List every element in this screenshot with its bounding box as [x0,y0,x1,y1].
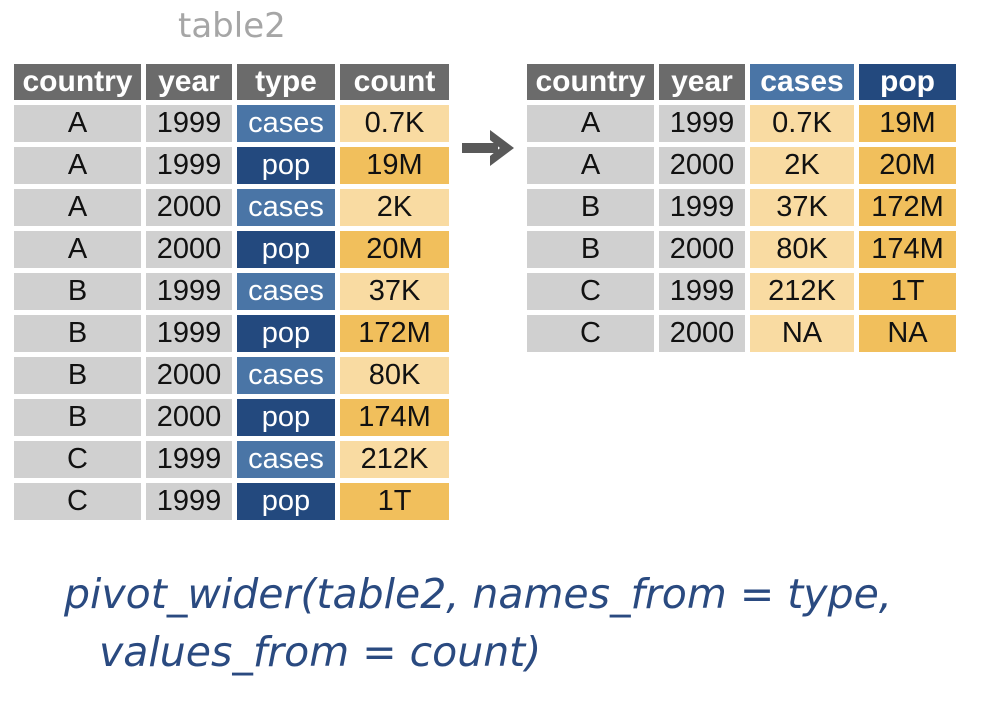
cell-cases: 212K [750,273,854,310]
header-count: count [340,64,449,100]
long-table-header-row: country year type count [14,64,449,100]
header-country: country [527,64,654,100]
cell-country: A [527,147,654,184]
cell-country: C [14,441,141,478]
code-snippet: pivot_wider(table2, names_from = type, v… [64,565,892,681]
cell-country: B [527,231,654,268]
cell-type: pop [237,483,335,520]
wide-table-header-row: country year cases pop [527,64,956,100]
cell-year: 1999 [146,147,232,184]
cell-year: 2000 [146,399,232,436]
cell-type: cases [237,189,335,226]
cell-country: C [527,315,654,352]
cell-count: 19M [340,147,449,184]
cell-country: B [527,189,654,226]
cell-pop: 19M [859,105,956,142]
cell-count: 212K [340,441,449,478]
cell-year: 1999 [146,273,232,310]
cell-pop: 1T [859,273,956,310]
header-year: year [659,64,745,100]
cell-country: A [14,231,141,268]
cell-year: 1999 [146,105,232,142]
cell-year: 1999 [146,483,232,520]
cell-year: 1999 [146,441,232,478]
cell-year: 1999 [659,105,745,142]
header-pop: pop [859,64,956,100]
cell-year: 2000 [659,315,745,352]
cell-pop: 20M [859,147,956,184]
cell-count: 1T [340,483,449,520]
code-line-2: values_from = count) [99,628,542,676]
cell-year: 1999 [659,189,745,226]
cell-cases: 0.7K [750,105,854,142]
cell-count: 174M [340,399,449,436]
cell-country: C [527,273,654,310]
cell-country: A [14,189,141,226]
code-line-1: pivot_wider(table2, names_from = type, [64,570,892,618]
cell-country: C [14,483,141,520]
cell-type: pop [237,231,335,268]
cell-year: 1999 [659,273,745,310]
cell-type: cases [237,357,335,394]
cell-country: B [14,357,141,394]
cell-country: A [14,147,141,184]
cell-type: cases [237,273,335,310]
cell-country: A [14,105,141,142]
cell-year: 2000 [146,357,232,394]
cell-count: 80K [340,357,449,394]
cell-year: 2000 [146,189,232,226]
cell-type: cases [237,441,335,478]
cell-count: 2K [340,189,449,226]
cell-cases: 2K [750,147,854,184]
cell-cases: 37K [750,189,854,226]
cell-country: B [14,315,141,352]
header-country: country [14,64,141,100]
cell-country: B [14,399,141,436]
arrow-right-icon [462,130,514,166]
cell-year: 1999 [146,315,232,352]
cell-type: cases [237,105,335,142]
cell-pop: NA [859,315,956,352]
header-cases: cases [750,64,854,100]
cell-count: 0.7K [340,105,449,142]
cell-count: 20M [340,231,449,268]
cell-type: pop [237,315,335,352]
cell-year: 2000 [146,231,232,268]
cell-year: 2000 [659,147,745,184]
cell-pop: 172M [859,189,956,226]
cell-count: 172M [340,315,449,352]
cell-country: B [14,273,141,310]
header-year: year [146,64,232,100]
cell-pop: 174M [859,231,956,268]
table-caption: table2 [178,6,286,46]
cell-type: pop [237,399,335,436]
cell-country: A [527,105,654,142]
header-type: type [237,64,335,100]
cell-cases: NA [750,315,854,352]
cell-cases: 80K [750,231,854,268]
cell-year: 2000 [659,231,745,268]
cell-count: 37K [340,273,449,310]
cell-type: pop [237,147,335,184]
